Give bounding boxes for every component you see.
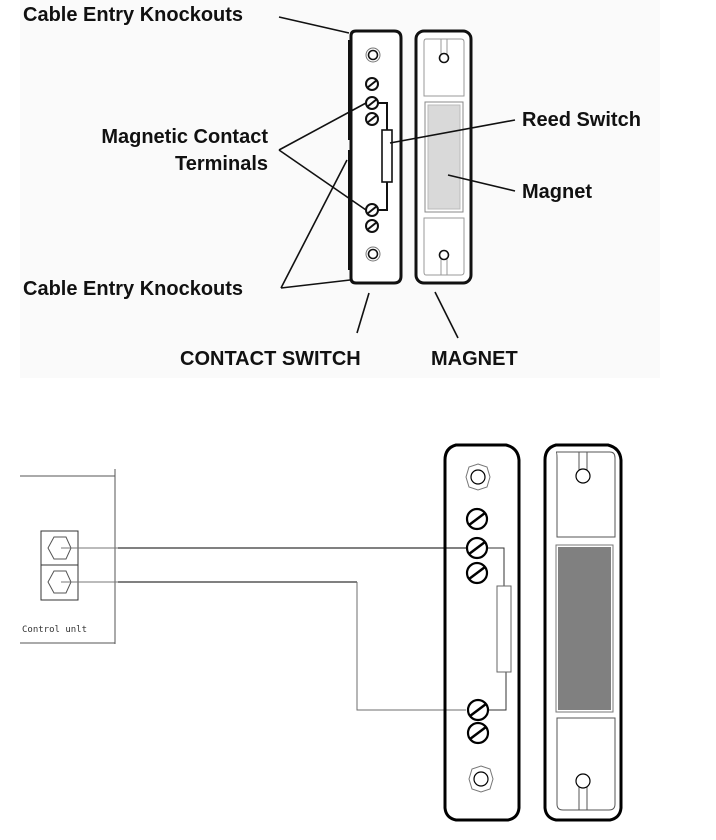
label-magnet: Magnet — [522, 181, 592, 203]
terminal-screw — [365, 96, 379, 110]
terminal-screw — [365, 219, 379, 233]
top-diagram: Cable Entry Knockouts Magnetic Contact T… — [20, 0, 660, 378]
magnet-element — [558, 547, 611, 710]
terminal-screw — [365, 77, 379, 91]
caption-contact-switch: CONTACT SWITCH — [180, 348, 361, 370]
mounting-hole-bottom — [468, 765, 494, 793]
label-magnetic-contact-terminals-line1: Magnetic Contact — [101, 126, 268, 148]
terminal-screw — [365, 203, 379, 217]
label-magnetic-contact-terminals-line2: Terminals — [175, 153, 268, 175]
label-cable-entry-knockouts-bottom: Cable Entry Knockouts — [23, 278, 243, 300]
top-diagram-panel — [20, 0, 660, 378]
bottom-diagram: Control unlt — [20, 443, 623, 822]
control-unit: Control unlt — [20, 469, 116, 644]
mounting-hole-top — [465, 463, 491, 491]
label-cable-entry-knockouts-top: Cable Entry Knockouts — [23, 4, 243, 26]
control-unit-label: Control unlt — [22, 625, 87, 635]
label-reed-switch: Reed Switch — [522, 109, 641, 131]
magnet-body — [414, 29, 473, 285]
terminal-screw — [466, 698, 490, 722]
reed-switch — [381, 129, 393, 183]
terminal-nut — [47, 536, 72, 560]
terminal-screw — [465, 536, 489, 560]
caption-magnet: MAGNET — [431, 348, 518, 370]
leader-lines — [278, 16, 516, 339]
magnet-element — [427, 104, 461, 210]
terminal-screw — [465, 507, 489, 531]
reed-switch — [496, 585, 512, 673]
terminal-screw — [466, 721, 490, 745]
terminal-nut — [47, 570, 72, 594]
wires — [61, 547, 507, 711]
contact-switch-body — [348, 29, 403, 285]
contact-switch — [443, 443, 521, 822]
mounting-hole-bottom — [365, 246, 381, 262]
mounting-hole-top — [365, 47, 381, 63]
magnet — [543, 443, 623, 822]
terminal-screw — [365, 112, 379, 126]
terminal-screw — [465, 561, 489, 585]
